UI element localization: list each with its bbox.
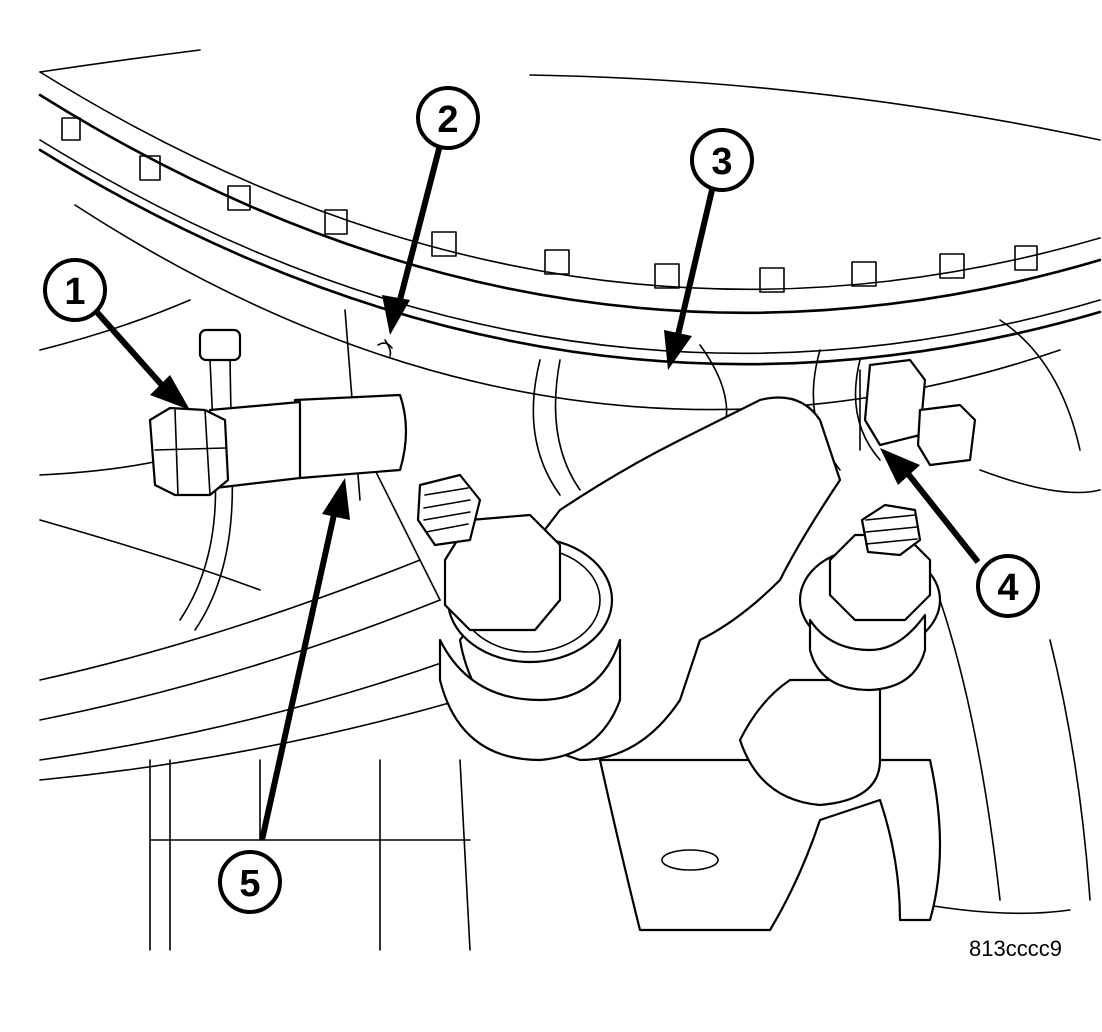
special-tool xyxy=(148,339,408,497)
callout-3: 3 xyxy=(690,128,754,192)
arrow-1 xyxy=(92,308,171,394)
callout-1: 1 xyxy=(43,258,107,322)
ball-stud-left xyxy=(416,473,622,762)
arrow-3 xyxy=(675,189,715,336)
ball-stud-right xyxy=(738,503,942,807)
callout-3-label: 3 xyxy=(711,141,732,183)
callout-4-label: 4 xyxy=(997,567,1018,609)
arrow-head-1 xyxy=(150,375,190,410)
callout-1-label: 1 xyxy=(64,271,85,313)
callout-arrows xyxy=(92,144,981,841)
arrow-head-5 xyxy=(322,478,350,520)
callout-2: 2 xyxy=(416,86,480,150)
upper-ball-joint-nut xyxy=(859,358,977,467)
figure-id: 813cccc9 xyxy=(969,936,1062,961)
arrow-head-3 xyxy=(664,330,692,370)
arrow-2 xyxy=(397,144,443,301)
knuckle xyxy=(344,309,1101,915)
callout-4: 4 xyxy=(976,554,1040,618)
brake-rotor xyxy=(38,49,1102,411)
arrow-head-2 xyxy=(382,295,410,335)
callout-2-label: 2 xyxy=(437,99,458,141)
arrow-5 xyxy=(259,509,338,841)
arrow-4 xyxy=(902,468,981,564)
callout-5-label: 5 xyxy=(239,863,260,905)
arrow-head-4 xyxy=(880,448,920,485)
callout-5: 5 xyxy=(218,850,282,914)
